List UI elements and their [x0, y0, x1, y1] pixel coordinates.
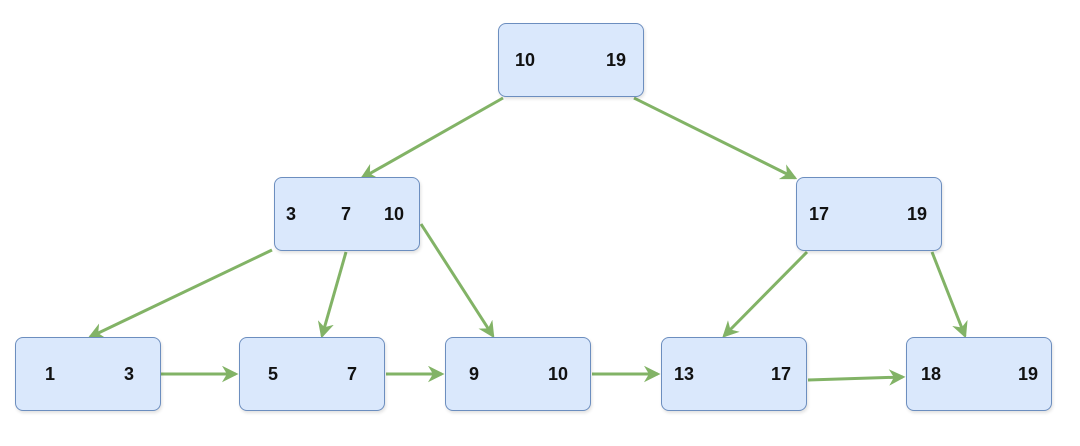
node-key: 19 — [907, 203, 928, 224]
node-key: 5 — [268, 363, 279, 384]
node-key: 10 — [384, 203, 405, 224]
node-key: 17 — [809, 203, 830, 224]
edge-internal-left-to-leaf-2 — [317, 251, 348, 339]
node-leaf-4: 13 17 — [661, 337, 807, 411]
node-key: 9 — [469, 363, 480, 384]
edge-internal-left-to-leaf-1 — [87, 248, 273, 339]
edge-root-to-internal-right — [633, 96, 798, 180]
node-key: 10 — [515, 49, 536, 70]
edge-internal-left-to-leaf-3 — [419, 223, 495, 339]
node-leaf-5: 18 19 — [906, 337, 1052, 411]
node-leaf-1: 1 3 — [15, 337, 161, 411]
node-key: 7 — [341, 203, 352, 224]
node-key: 3 — [124, 363, 135, 384]
node-leaf-2: 5 7 — [239, 337, 385, 411]
node-key: 3 — [286, 203, 297, 224]
node-internal-left: 3 7 10 — [274, 177, 420, 251]
edge-leaf-4-to-leaf-5 — [807, 369, 906, 386]
node-root: 10 19 — [498, 23, 644, 97]
edge-internal-right-to-leaf-5 — [930, 251, 968, 339]
node-key: 18 — [921, 363, 942, 384]
node-key: 19 — [1018, 363, 1039, 384]
node-key: 10 — [548, 363, 569, 384]
node-key: 13 — [674, 363, 695, 384]
edge-root-to-internal-left — [359, 96, 504, 180]
edge-internal-right-to-leaf-4 — [722, 250, 809, 338]
node-key: 7 — [347, 363, 358, 384]
node-internal-right: 17 19 — [796, 177, 942, 251]
node-leaf-3: 9 10 — [445, 337, 591, 411]
node-key: 1 — [45, 363, 56, 384]
node-key: 19 — [606, 49, 627, 70]
node-key: 17 — [771, 363, 792, 384]
